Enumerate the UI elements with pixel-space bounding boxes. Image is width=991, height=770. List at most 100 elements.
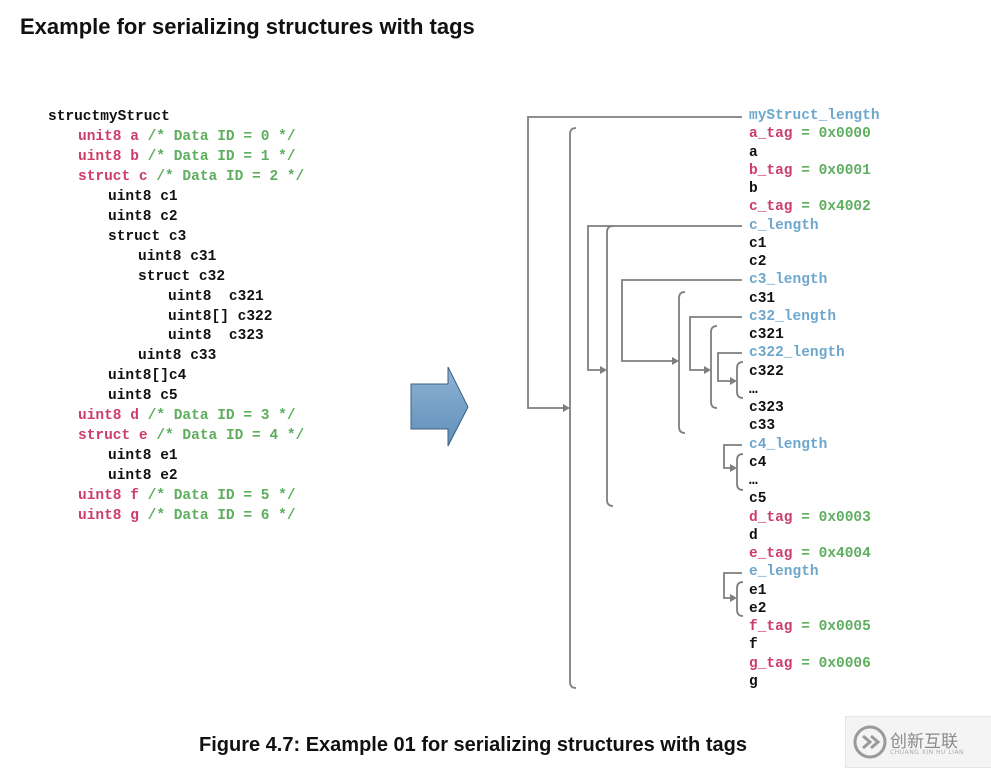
code-line: uint8 c33	[138, 346, 216, 366]
code-field-name: c	[130, 168, 148, 185]
figure-caption: Figure 4.7: Example 01 for serializing s…	[199, 734, 747, 756]
e-length-arrowhead	[730, 594, 737, 602]
data-field: e2	[749, 600, 767, 617]
data-field: a	[749, 144, 758, 161]
code-line: uint8[] c322	[168, 307, 272, 327]
code-line: uint8 c323	[168, 326, 264, 346]
code-line: uint8 c2	[108, 207, 178, 227]
code-field-name: f	[121, 488, 139, 505]
tag-label: c_tag	[749, 199, 793, 216]
length-field: c_length	[749, 217, 819, 234]
data-field: b	[749, 181, 758, 197]
tag-value: = 0x0003	[792, 509, 871, 526]
watermark-logo: 创新互联 CHUANG XIN HU LIAN	[845, 716, 991, 768]
code-type: struct	[48, 109, 101, 125]
code-type: unit8	[78, 128, 122, 145]
data-field: c31	[749, 290, 776, 307]
tag-field: a_tag = 0x0000	[749, 125, 871, 143]
code-type: struct	[108, 228, 161, 245]
code-type: struct	[78, 168, 131, 185]
data-field: c4	[749, 454, 767, 471]
code-type: uint8	[138, 248, 182, 265]
tag-value: = 0x4002	[792, 199, 871, 216]
code-type: uint8	[108, 208, 152, 225]
tag-label: e_tag	[749, 546, 793, 562]
data-field: c33	[749, 418, 776, 435]
data-field: …	[749, 473, 758, 489]
code-comment: /* Data ID = 4 */	[147, 428, 305, 445]
data-field: c321	[749, 327, 784, 343]
c-length-connector	[587, 225, 742, 371]
logo-icon	[853, 725, 887, 759]
code-type: uint8[]	[168, 308, 229, 325]
code-type: uint8	[168, 288, 212, 305]
tag-value: = 0x4004	[792, 546, 871, 562]
code-line: unit8 a /* Data ID = 0 */	[78, 127, 296, 147]
tag-field: f_tag = 0x0005	[749, 618, 871, 636]
code-field-name: e2	[151, 468, 178, 485]
struct-c32-brace	[710, 325, 718, 409]
mystruct-brace	[569, 127, 577, 689]
data-field: c2	[749, 254, 767, 270]
code-line: uint8 b /* Data ID = 1 */	[78, 147, 296, 167]
code-line: uint8 e1	[108, 446, 178, 466]
code-line: uint8 c1	[108, 187, 178, 207]
code-field-name: d	[121, 408, 139, 425]
code-field-name: a	[121, 128, 139, 145]
tag-field: b_tag = 0x0001	[749, 162, 871, 180]
c322-array-brace	[736, 361, 744, 399]
code-line: uint8 d /* Data ID = 3 */	[78, 406, 296, 426]
watermark-text: 创新互联	[890, 732, 958, 752]
c4-length-arrowhead	[730, 464, 737, 472]
code-line: struct c32	[138, 267, 225, 287]
code-line: uint8 c5	[108, 386, 178, 406]
code-type: uint8	[78, 508, 122, 524]
data-field: c5	[749, 491, 767, 508]
c3-length-connector	[621, 279, 742, 362]
code-field-name: e	[130, 428, 148, 445]
code-line: uint8 f /* Data ID = 5 */	[78, 486, 296, 506]
c3-length-arrowhead	[672, 357, 679, 365]
tag-value: = 0x0006	[792, 655, 871, 672]
tag-field: g_tag = 0x0006	[749, 655, 871, 673]
code-line: struct c3	[108, 227, 186, 247]
code-line: uint8 c31	[138, 247, 216, 267]
code-field-name: e1	[151, 448, 178, 465]
code-type: uint8	[78, 488, 122, 505]
code-comment: /* Data ID = 6 */	[138, 508, 296, 524]
length-field: myStruct_length	[749, 108, 880, 124]
tag-label: d_tag	[749, 509, 793, 526]
data-field: f	[749, 637, 758, 654]
length-field: e_length	[749, 564, 819, 581]
code-type: uint8	[168, 328, 212, 345]
code-type: struct	[78, 428, 131, 445]
code-field-name: c31	[181, 248, 217, 265]
tag-label: b_tag	[749, 162, 793, 179]
code-field-name: c321	[211, 288, 264, 305]
code-field-name: c2	[151, 208, 178, 225]
right-arrow-icon	[410, 366, 469, 447]
data-field: g	[749, 673, 758, 690]
tag-value: = 0x0000	[792, 126, 871, 143]
code-comment: /* Data ID = 0 */	[138, 128, 296, 145]
mystruct-length-arrowhead	[563, 404, 570, 412]
length-field: c3_length	[749, 272, 828, 289]
page-title: Example for serializing structures with …	[20, 14, 475, 39]
tag-value: = 0x0005	[792, 619, 871, 635]
code-field-name: b	[121, 148, 139, 165]
c32-length-connector	[689, 316, 742, 371]
tag-value: = 0x0001	[792, 162, 871, 179]
code-line: structmyStruct	[48, 107, 170, 127]
code-field-name: myStruct	[100, 109, 170, 125]
code-type: uint8	[108, 468, 152, 485]
data-field: c1	[749, 235, 767, 252]
code-field-name: c1	[151, 188, 178, 205]
c32-length-arrowhead	[704, 366, 711, 374]
c4-length-connector	[723, 444, 742, 469]
tag-field: c_tag = 0x4002	[749, 198, 871, 216]
tag-label: f_tag	[749, 619, 793, 635]
data-field: …	[749, 381, 758, 398]
struct-c3-brace	[678, 291, 686, 434]
struct-e-brace	[736, 581, 744, 617]
e-length-connector	[723, 572, 742, 599]
